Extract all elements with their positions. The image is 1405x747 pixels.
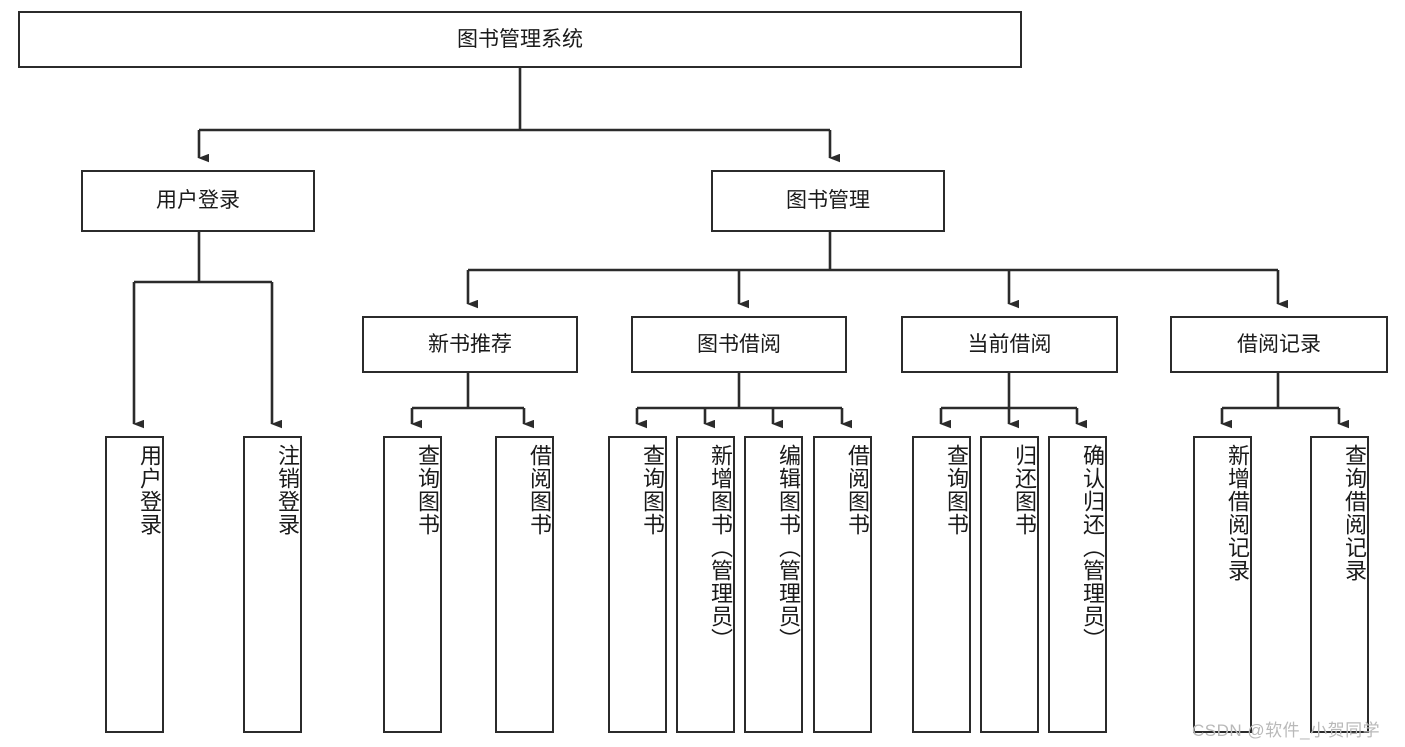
node-root-system[interactable]: 图书管理系统 <box>18 11 1022 68</box>
leaf-label: 新增借阅记录 <box>1225 444 1250 582</box>
leaf-label: 确认归还（管理员） <box>1080 444 1105 651</box>
leaf-borrow-record-add-record[interactable]: 新增借阅记录 <box>1193 436 1252 733</box>
leaf-book-borrow-borrow-books[interactable]: 借阅图书 <box>813 436 872 733</box>
leaf-label: 新增图书（管理员） <box>708 444 733 651</box>
leaf-label: 注销登录 <box>275 444 300 536</box>
leaf-label: 查询图书 <box>415 444 440 536</box>
leaf-borrow-record-query-record[interactable]: 查询借阅记录 <box>1310 436 1369 733</box>
leaf-book-borrow-edit-book-admin[interactable]: 编辑图书（管理员） <box>744 436 803 733</box>
node-borrow-records[interactable]: 借阅记录 <box>1170 316 1388 373</box>
leaf-label: 用户登录 <box>137 444 162 536</box>
leaf-label: 查询图书 <box>640 444 665 536</box>
leaf-label: 查询图书 <box>944 444 969 536</box>
node-user-login[interactable]: 用户登录 <box>81 170 315 232</box>
leaf-user-login-signin[interactable]: 用户登录 <box>105 436 164 733</box>
leaf-label: 借阅图书 <box>845 444 870 536</box>
leaf-user-login-logout[interactable]: 注销登录 <box>243 436 302 733</box>
leaf-label: 查询借阅记录 <box>1342 444 1367 582</box>
leaf-current-borrow-query-books[interactable]: 查询图书 <box>912 436 971 733</box>
leaf-book-borrow-add-book-admin[interactable]: 新增图书（管理员） <box>676 436 735 733</box>
leaf-current-borrow-confirm-return-admin[interactable]: 确认归还（管理员） <box>1048 436 1107 733</box>
leaf-label: 编辑图书（管理员） <box>776 444 801 651</box>
node-current-borrowing[interactable]: 当前借阅 <box>901 316 1118 373</box>
leaf-new-book-borrow-books[interactable]: 借阅图书 <box>495 436 554 733</box>
leaf-book-borrow-query-books[interactable]: 查询图书 <box>608 436 667 733</box>
leaf-label: 借阅图书 <box>527 444 552 536</box>
node-book-management[interactable]: 图书管理 <box>711 170 945 232</box>
node-book-borrowing[interactable]: 图书借阅 <box>631 316 847 373</box>
leaf-label: 归还图书 <box>1012 444 1037 536</box>
node-new-book-recommendation[interactable]: 新书推荐 <box>362 316 578 373</box>
leaf-current-borrow-return-books[interactable]: 归还图书 <box>980 436 1039 733</box>
leaf-new-book-query-books[interactable]: 查询图书 <box>383 436 442 733</box>
